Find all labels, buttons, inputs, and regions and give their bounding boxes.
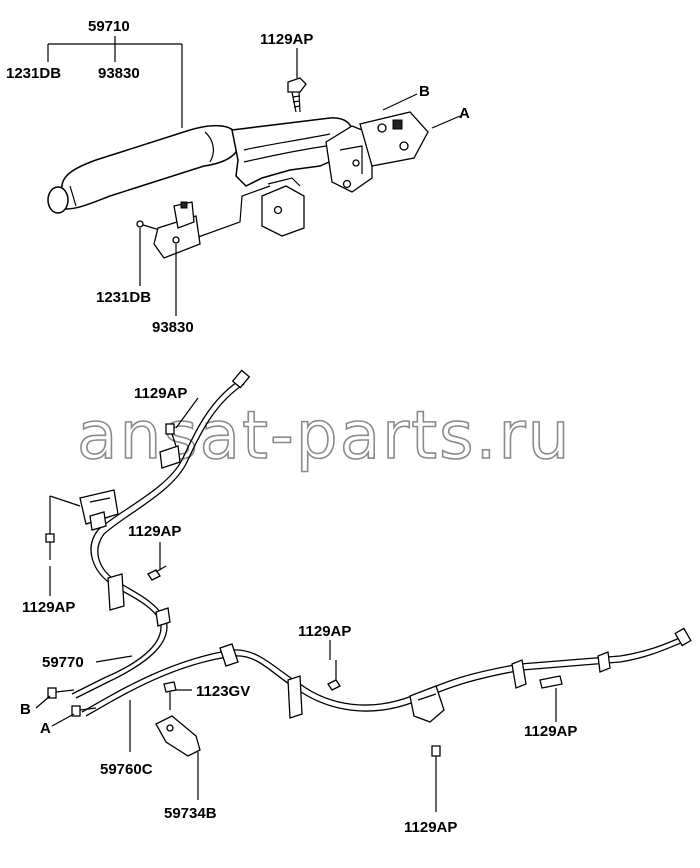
callout-bolt-left: 1129AP (22, 599, 75, 616)
callout-bolt-equalizer: 1123GV (196, 683, 250, 700)
callout-labels: 59710 1231DB 93830 1129AP B A 1231DB 938… (6, 18, 577, 836)
callout-switch: 93830 (152, 319, 194, 336)
callout-bolt-mid-left: 1129AP (128, 523, 181, 540)
callout-lever-assembly: 59710 (88, 18, 130, 35)
callout-bolt-front-upper: 1129AP (134, 385, 187, 402)
cable-assembly-drawing (45, 369, 692, 772)
callout-lever-top-left: 1231DB (6, 65, 61, 82)
callout-cable-right: 59760C (100, 761, 153, 778)
callout-ref-b-top: B (419, 83, 430, 100)
callout-bracket: 59734B (164, 805, 217, 822)
callout-bolt-right: 1129AP (524, 723, 577, 740)
callout-bolt-bottom: 1129AP (404, 819, 457, 836)
callout-switch-screw: 1231DB (96, 289, 151, 306)
bottom-leader-lines (35, 397, 557, 812)
callout-bolt-top: 1129AP (260, 31, 313, 48)
lever-assembly-drawing (47, 77, 429, 259)
callout-lever-top-right: 93830 (98, 65, 140, 82)
top-leader-lines (47, 36, 461, 316)
callout-bolt-center: 1129AP (298, 623, 351, 640)
callout-ref-b-bottom: B (20, 701, 31, 718)
callout-cable-left: 59770 (42, 654, 84, 671)
watermark-text: ansat-parts.ru (77, 397, 571, 474)
callout-ref-a-bottom: A (40, 720, 51, 737)
callout-ref-a-top: A (459, 105, 470, 122)
